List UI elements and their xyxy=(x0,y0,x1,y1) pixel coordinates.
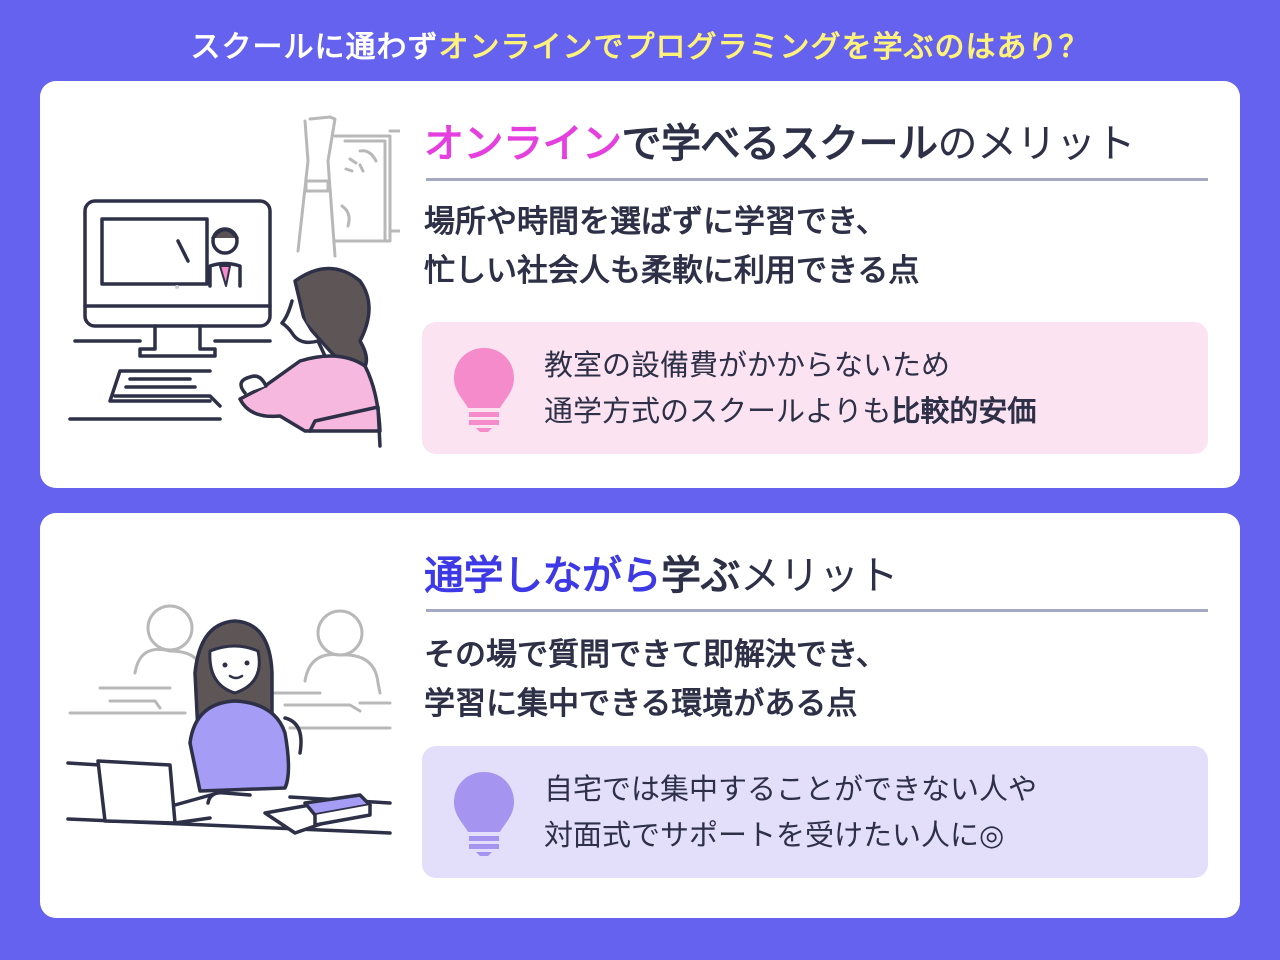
commute-tip-text: 自宅では集中することができない人や 対面式でサポートを受けたい人に◎ xyxy=(544,766,1037,858)
online-heading: オンラインで学べるスクールのメリット xyxy=(424,111,1135,169)
classroom-illustration xyxy=(66,604,392,835)
commute-description: その場で質問できて即解決でき、 学習に集中できる環境がある点 xyxy=(424,631,887,729)
commute-merit-card: 通学しながら学ぶメリット その場で質問できて即解決でき、 学習に集中できる環境が… xyxy=(40,513,1240,918)
online-tip-text: 教室の設備費がかからないため 通学方式のスクールよりも比較的安価 xyxy=(544,342,1036,434)
lightbulb-icon xyxy=(454,772,514,856)
description-line: その場で質問できて即解決でき、 xyxy=(424,637,887,673)
tip-line: 通学方式のスクールよりも比較的安価 xyxy=(544,388,1036,434)
heading-tail: メリット xyxy=(740,553,899,599)
heading-accent: 通学しながら xyxy=(424,553,662,599)
tip-emphasis: 比較的安価 xyxy=(891,394,1037,428)
title-prefix: スクールに通わず xyxy=(190,30,439,65)
commute-tip-box: 自宅では集中することができない人や 対面式でサポートを受けたい人に◎ xyxy=(422,746,1208,878)
online-tip-box: 教室の設備費がかからないため 通学方式のスクールよりも比較的安価 xyxy=(422,322,1208,454)
tip-plain: 対面式でサポートを受けたい人に◎ xyxy=(544,818,1005,852)
commute-heading: 通学しながら学ぶメリット xyxy=(424,543,899,601)
description-line: 忙しい社会人も柔軟に利用できる点 xyxy=(424,253,920,289)
window-icon xyxy=(296,115,400,258)
heading-main: で学べるスクール xyxy=(621,121,939,167)
description-line: 場所や時間を選ばずに学習でき、 xyxy=(424,204,887,240)
heading-accent: オンライン xyxy=(424,121,622,167)
online-lesson-illustration xyxy=(68,115,400,448)
tip-plain: 通学方式のスクールよりも xyxy=(544,394,892,428)
divider xyxy=(426,609,1208,612)
title-highlight: オンラインでプログラミングを学ぶのはあり？ xyxy=(438,30,1090,65)
online-merit-card: オンラインで学べるスクールのメリット 場所や時間を選ばずに学習でき、 忙しい社会… xyxy=(40,81,1240,488)
description-line: 学習に集中できる環境がある点 xyxy=(424,686,858,722)
tip-line: 自宅では集中することができない人や xyxy=(544,772,1038,806)
page-title: スクールに通わずオンラインでプログラミングを学ぶのはあり？ xyxy=(0,22,1280,66)
lightbulb-icon xyxy=(454,348,514,432)
tip-line: 対面式でサポートを受けたい人に◎ xyxy=(544,812,1037,858)
heading-tail: のメリット xyxy=(937,121,1136,167)
tip-line: 教室の設備費がかからないため xyxy=(544,348,951,382)
online-description: 場所や時間を選ばずに学習でき、 忙しい社会人も柔軟に利用できる点 xyxy=(424,198,919,296)
divider xyxy=(426,178,1208,181)
classmates-icon xyxy=(68,604,392,730)
heading-main: 学ぶ xyxy=(661,553,741,599)
